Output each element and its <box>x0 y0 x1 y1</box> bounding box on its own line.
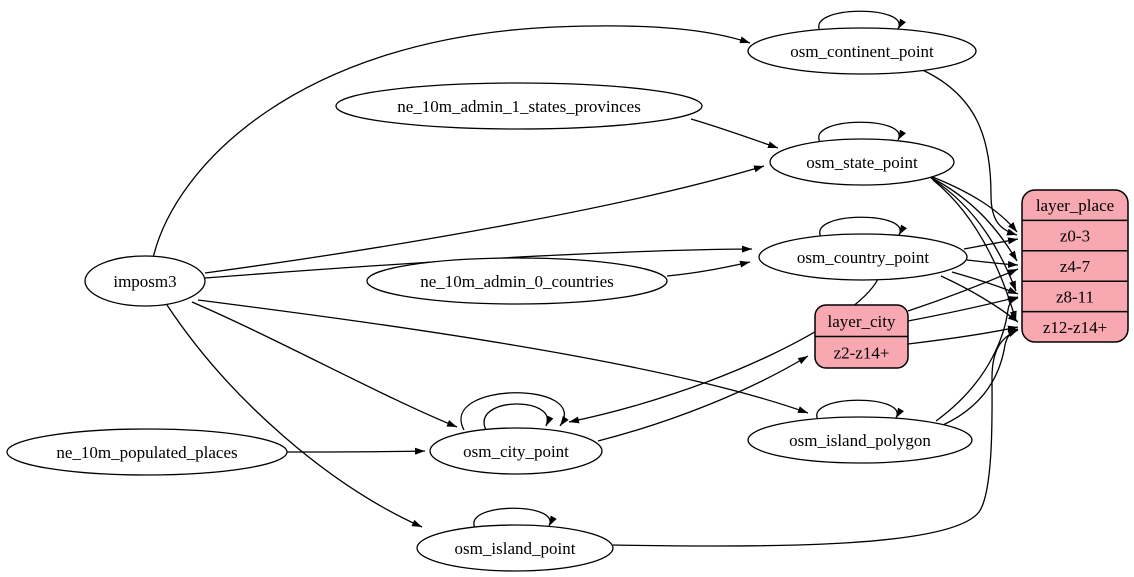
edge-ne_10m_admin_1_states_provinces-to-osm_state_point <box>690 118 779 149</box>
edge-osm_city_point-self-loop <box>483 403 554 431</box>
edge-ne_10m_admin_0_countries-to-osm_country_point <box>666 260 751 277</box>
node-label-ne_10m_admin_1_states_provinces: ne_10m_admin_1_states_provinces <box>397 97 641 116</box>
edge-imposm3-to-osm_island_point <box>166 304 423 528</box>
record-row-layer_place-z4-7: z4-7 <box>1060 257 1091 276</box>
edge-osm_country_point-to-layer_place-z0-3 <box>963 237 1019 250</box>
node-shape-ne_10m_admin_0_countries <box>366 257 668 305</box>
node-ne_10m_populated_places: ne_10m_populated_places <box>6 428 288 476</box>
node-label-osm_island_point: osm_island_point <box>455 539 576 558</box>
node-osm_continent_point: osm_continent_point <box>747 27 977 75</box>
edge-osm_country_point-self-loop <box>819 216 908 238</box>
record-row-layer_place-layer_place: layer_place <box>1036 196 1114 215</box>
edge-imposm3-to-osm_city_point <box>191 301 458 428</box>
edge-ne_10m_populated_places-to-osm_city_point <box>286 447 426 455</box>
record-layer_place: layer_place z0-3 z4-7 z8-11 z12-z14+ <box>1021 189 1129 343</box>
edge-imposm3-to-osm_state_point <box>204 165 765 274</box>
edge-osm_state_point-to-layer_place-z0-3 <box>924 173 1018 233</box>
record-row-layer_place-z8-11: z8-11 <box>1056 287 1094 306</box>
node-ne_10m_admin_0_countries: ne_10m_admin_0_countries <box>366 257 668 305</box>
node-osm_country_point: osm_country_point <box>758 233 968 281</box>
edge-osm_state_point-to-layer_place-z4-7 <box>927 175 1018 262</box>
edge-osm_island_point-to-layer_place-z12-z14+ <box>612 329 1019 547</box>
edge-osm_state_point-to-layer_place-z8-11 <box>930 177 1017 292</box>
edge-osm_state_point-self-loop <box>818 121 907 143</box>
edge-osm_island_point-self-loop <box>473 507 557 529</box>
record-row-layer_city-z2-z14+: z2-z14+ <box>834 343 890 362</box>
edge-osm_country_point-to-layer_place-z8-11 <box>951 271 1019 295</box>
node-osm_state_point: osm_state_point <box>769 138 955 186</box>
edge-layer_city-to-layer_place-z8-11 <box>907 296 1019 322</box>
edge-osm_state_point-to-layer_place-z12-z14+ <box>932 179 1017 322</box>
node-shape-ne_10m_populated_places <box>6 428 288 476</box>
node-shape-osm_state_point <box>769 138 955 186</box>
edge-imposm3-to-osm_island_polygon <box>197 299 809 414</box>
node-label-osm_state_point: osm_state_point <box>806 153 918 172</box>
edge-osm_continent_point-self-loop <box>818 10 907 32</box>
node-osm_city_point: osm_city_point <box>429 427 603 475</box>
node-shape-imposm3 <box>84 255 206 307</box>
node-shape-osm_island_point <box>416 524 614 572</box>
node-shape-osm_country_point <box>758 233 968 281</box>
node-label-ne_10m_populated_places: ne_10m_populated_places <box>56 443 237 462</box>
node-label-imposm3: imposm3 <box>113 272 176 291</box>
node-label-osm_city_point: osm_city_point <box>463 442 569 461</box>
edge-imposm3-to-osm_continent_point <box>152 25 751 259</box>
edge-osm_island_polygon-self-loop <box>816 399 905 421</box>
node-imposm3: imposm3 <box>84 255 206 307</box>
edge-osm_city_point-self-loop <box>460 392 569 431</box>
edge-layer_city-to-layer_place-z4-7 <box>907 268 1019 312</box>
node-shape-osm_city_point <box>429 427 603 475</box>
node-ne_10m_admin_1_states_provinces: ne_10m_admin_1_states_provinces <box>335 82 703 130</box>
node-shape-osm_island_polygon <box>747 416 973 464</box>
record-row-layer_place-z0-3: z0-3 <box>1060 227 1090 246</box>
edge-osm_city_point-to-layer_city-z2-z14+ <box>597 355 809 442</box>
edge-osm_island_polygon-to-layer_place-z8-11 <box>935 297 1019 422</box>
record-row-layer_place-z12-z14+: z12-z14+ <box>1043 318 1107 337</box>
node-shape-ne_10m_admin_1_states_provinces <box>335 82 703 130</box>
node-osm_island_point: osm_island_point <box>416 524 614 572</box>
edge-osm_country_point-to-osm_city_point <box>568 278 879 424</box>
edge-osm_country_point-to-layer_place-z12-z14+ <box>940 275 1019 323</box>
node-osm_island_polygon: osm_island_polygon <box>747 416 973 464</box>
record-shape-layer_place <box>1021 189 1129 343</box>
node-label-ne_10m_admin_0_countries: ne_10m_admin_0_countries <box>420 272 614 291</box>
record-layer_city: layer_city z2-z14+ <box>814 304 909 369</box>
edge-osm_country_point-to-layer_place-z4-7 <box>966 259 1019 268</box>
record-row-layer_city-layer_city: layer_city <box>828 312 896 331</box>
node-label-osm_island_polygon: osm_island_polygon <box>789 431 931 450</box>
node-label-osm_continent_point: osm_continent_point <box>790 42 934 61</box>
edge-osm_continent_point-to-layer_place-z0-3 <box>917 67 1018 236</box>
node-shape-osm_continent_point <box>747 27 977 75</box>
node-label-osm_country_point: osm_country_point <box>797 248 929 267</box>
